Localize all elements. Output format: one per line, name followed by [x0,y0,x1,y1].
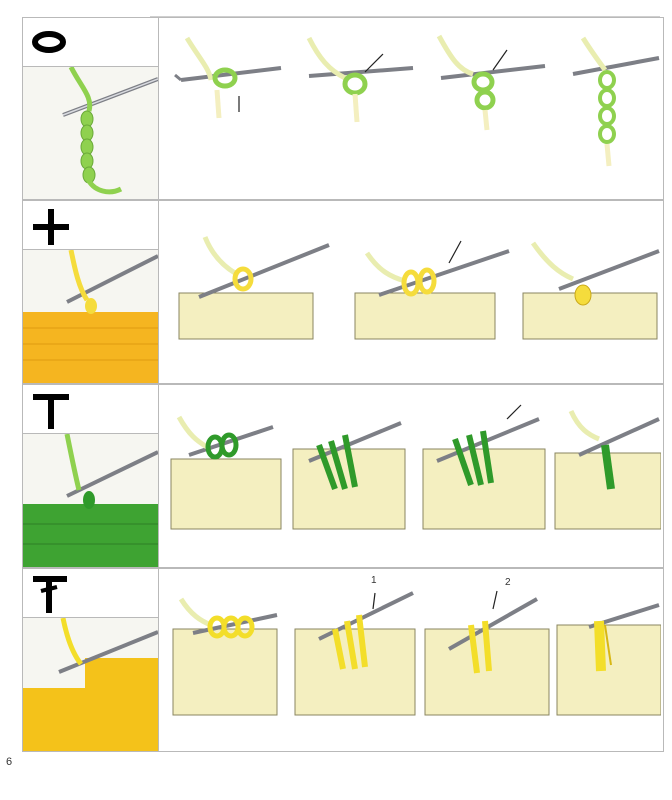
chain-stitch-symbol [32,31,66,53]
half-double-crochet-diagrams [159,385,663,567]
chain-step-4 [572,36,660,167]
dc-step-1 [172,597,278,716]
row-chain-stitch [22,17,664,200]
dc-step-3 [424,590,550,716]
dc-step-2 [294,591,416,716]
step-label-2: 2 [505,577,511,588]
chain-step-1 [174,36,282,119]
hdc-step-1 [170,415,282,530]
symbol-cell [23,18,159,67]
row-half-double-crochet [22,384,664,568]
half-double-crochet-photo [23,434,159,567]
row-double-crochet: 1 2 [22,568,664,752]
chain-stitch-diagrams [159,18,663,199]
dc-step-4 [556,603,661,716]
double-crochet-symbol [33,576,67,613]
row-single-crochet [22,200,664,384]
page-number: 6 [6,756,13,768]
symbol-cell [23,385,159,434]
double-crochet-photo [23,618,159,751]
sc-step-1 [178,236,330,340]
sc-step-3 [522,241,660,340]
double-crochet-diagrams: 1 2 [159,569,663,751]
symbol-cell [23,201,159,250]
chain-stitch-photo [23,67,159,199]
chain-step-3 [436,34,546,131]
hdc-step-3 [422,404,546,530]
single-crochet-diagrams [159,201,663,383]
symbol-cell [23,569,159,618]
hdc-step-2 [292,421,406,530]
half-double-crochet-symbol [33,394,69,429]
hdc-step-4 [554,409,661,530]
sc-step-2 [354,240,510,340]
single-crochet-photo [23,250,159,383]
step-label-1: 1 [371,575,377,586]
chain-step-2 [306,36,414,123]
single-crochet-symbol [33,209,69,245]
top-rule [150,16,660,17]
